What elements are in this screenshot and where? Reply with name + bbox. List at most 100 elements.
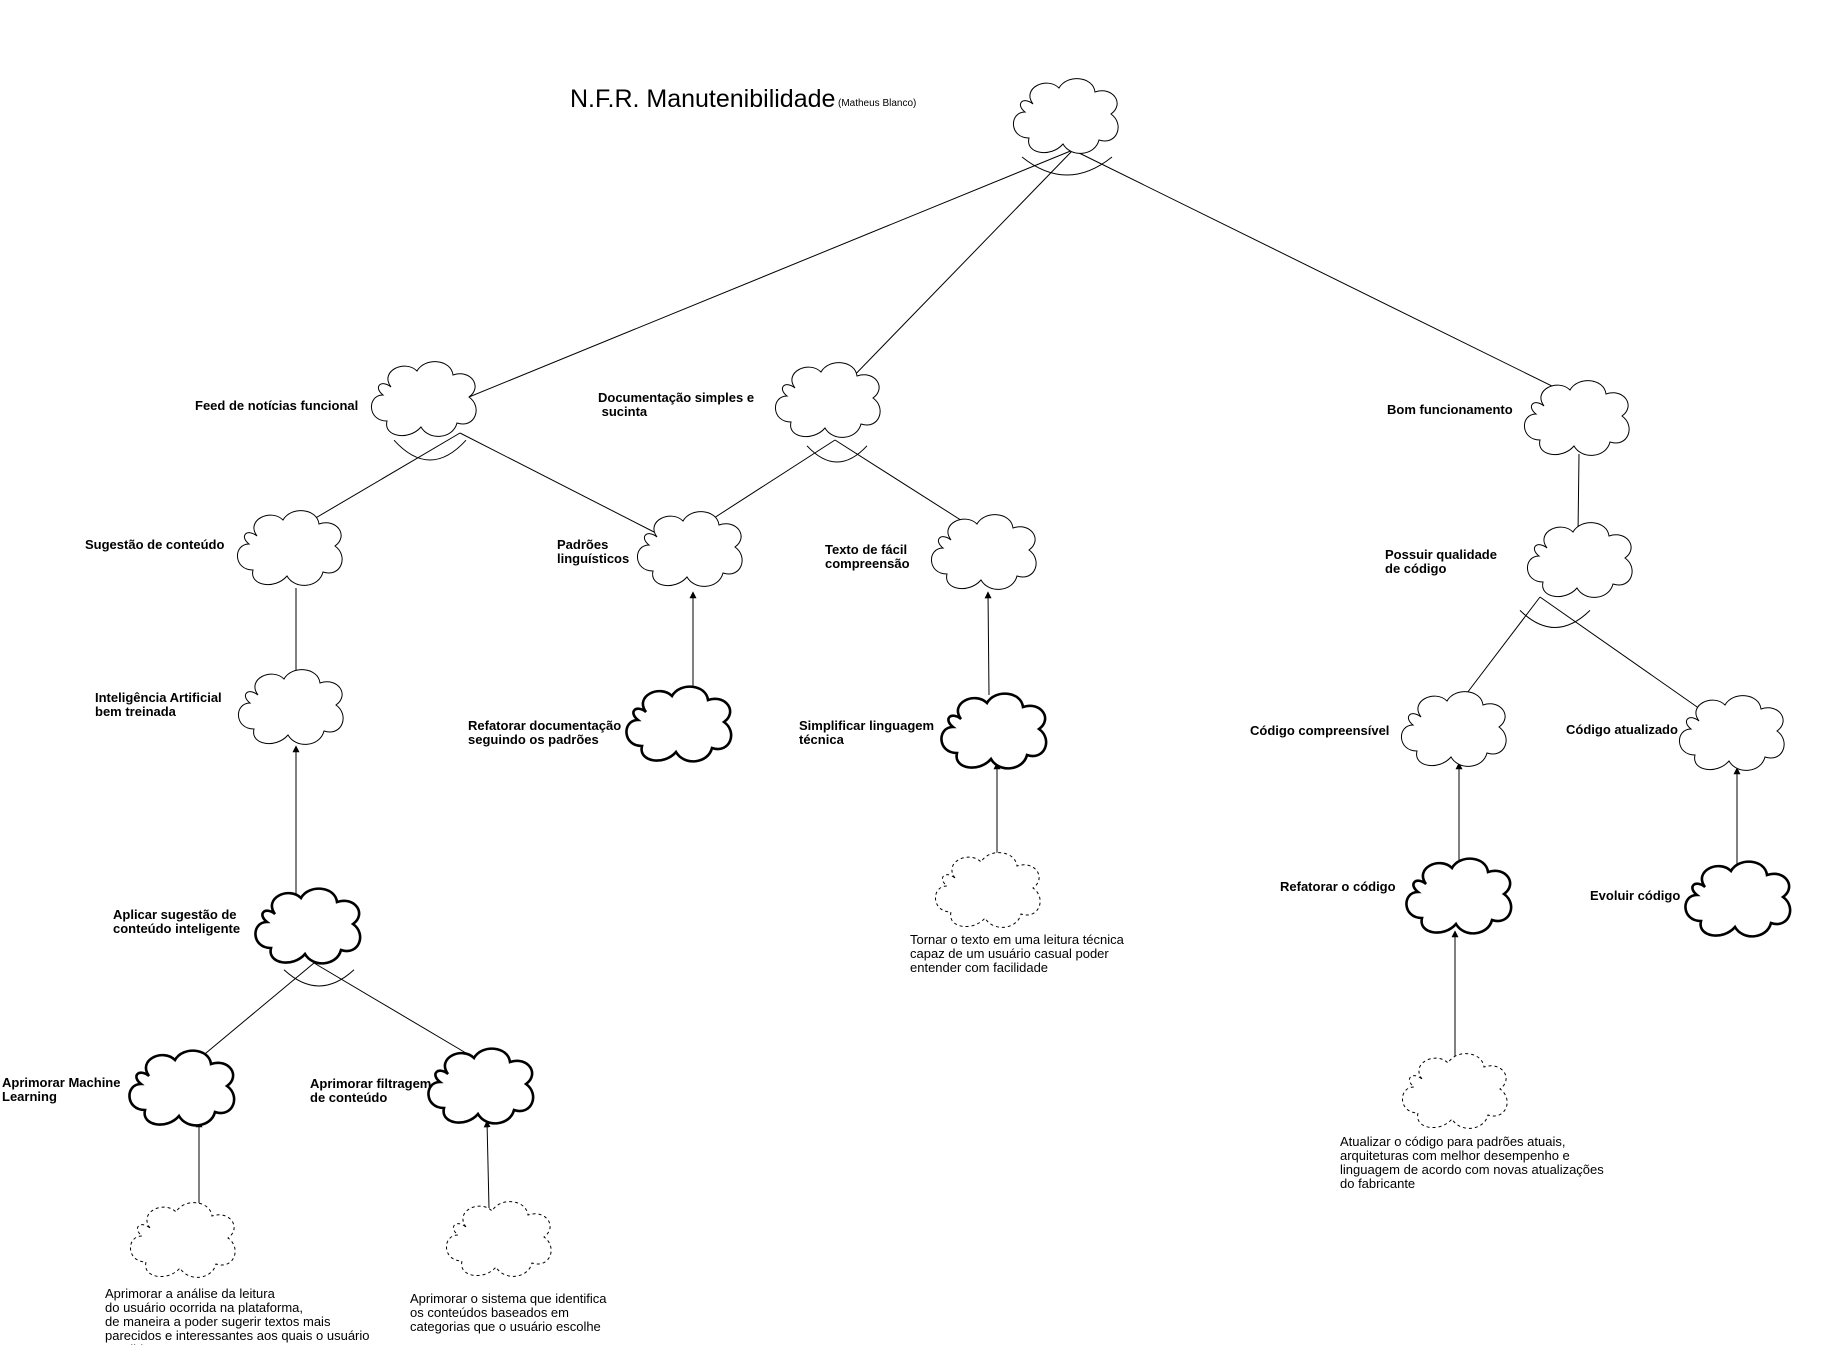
softgoal-cloud-claim_filtragem bbox=[446, 1201, 552, 1277]
label-line: Refatorar documentação bbox=[468, 718, 621, 733]
label-line: Refatorar o código bbox=[1280, 879, 1396, 894]
label-line: Aprimorar Machine bbox=[2, 1075, 120, 1090]
label-evoluir: Evoluir código bbox=[1590, 888, 1680, 903]
label-line: técnica bbox=[799, 732, 845, 747]
and-decomposition-arc bbox=[393, 439, 467, 461]
diagram-author: (Matheus Blanco) bbox=[838, 98, 916, 109]
softgoal-cloud-texto bbox=[931, 514, 1037, 590]
label-line: Tornar o texto em uma leitura técnica bbox=[910, 932, 1125, 947]
label-line: Evoluir código bbox=[1590, 888, 1680, 903]
softgoal-cloud-evoluir bbox=[1684, 860, 1792, 938]
decomposition-link bbox=[1463, 596, 1541, 698]
label-feed: Feed de notícias funcional bbox=[195, 398, 358, 413]
label-line: Aprimorar a análise da leitura bbox=[105, 1286, 276, 1301]
decomposition-link bbox=[446, 149, 1074, 407]
and-arcs-layer bbox=[283, 156, 1591, 987]
softgoal-cloud-qualidade bbox=[1527, 522, 1633, 598]
label-line: Simplificar linguagem bbox=[799, 718, 934, 733]
label-line: Possuir qualidade bbox=[1385, 547, 1497, 562]
contribution-arrow bbox=[984, 591, 992, 696]
label-line: Padrões bbox=[557, 537, 608, 552]
label-line: Código compreensível bbox=[1250, 723, 1389, 738]
decomposition-link bbox=[1539, 596, 1701, 710]
and-decomposition-arc bbox=[1519, 610, 1591, 628]
label-line: Aprimorar o sistema que identifica bbox=[410, 1291, 607, 1306]
softgoal-cloud-root bbox=[1013, 78, 1119, 154]
softgoal-cloud-ia bbox=[238, 669, 344, 745]
label-line: Inteligência Artificial bbox=[95, 690, 222, 705]
decomposition-link bbox=[301, 432, 461, 527]
label-line: entender com facilidade bbox=[910, 960, 1048, 975]
decomposition-link bbox=[199, 962, 315, 1059]
label-line: Documentação simples e bbox=[598, 390, 754, 405]
label-line: de código bbox=[1385, 561, 1446, 576]
and-decomposition-arc bbox=[1021, 156, 1113, 176]
label-claim_refcod: Atualizar o código para padrões atuais,a… bbox=[1340, 1134, 1604, 1191]
softgoal-cloud-claim_ml bbox=[130, 1202, 236, 1278]
label-bom: Bom funcionamento bbox=[1387, 402, 1513, 417]
contribution-arrow bbox=[483, 1120, 491, 1209]
softgoal-cloud-refdoc bbox=[625, 685, 733, 763]
label-line: os conteúdos baseados em bbox=[410, 1305, 569, 1320]
label-line: categorias que o usuário escolhe bbox=[410, 1319, 601, 1334]
label-line: Bom funcionamento bbox=[1387, 402, 1513, 417]
label-line: capaz de um usuário casual poder bbox=[910, 946, 1109, 961]
softgoal-cloud-sugestao bbox=[237, 510, 343, 586]
softgoal-cloud-bom bbox=[1524, 380, 1630, 456]
decomposition-link bbox=[459, 432, 657, 534]
label-line: Código atualizado bbox=[1566, 722, 1678, 737]
softgoal-cloud-refcod bbox=[1405, 857, 1513, 935]
label-line: do usuário ocorrida na plataforma, bbox=[105, 1300, 303, 1315]
labels-layer: N.F.R. Manutenibilidade (Matheus Blanco)… bbox=[2, 85, 1680, 1345]
decomposition-link bbox=[1577, 453, 1580, 535]
label-line: Sugestão de conteúdo bbox=[85, 537, 224, 552]
label-line: compreensão bbox=[825, 556, 910, 571]
label-line: Atualizar o código para padrões atuais, bbox=[1340, 1134, 1565, 1149]
label-line: de conteúdo bbox=[310, 1090, 387, 1105]
label-line: sucinta bbox=[598, 404, 648, 419]
softgoal-cloud-feed bbox=[371, 361, 477, 437]
softgoal-cloud-compreensivel bbox=[1401, 691, 1507, 767]
softgoal-cloud-filtragem bbox=[427, 1047, 535, 1125]
decomposition-link bbox=[699, 439, 836, 528]
label-line: Aplicar sugestão de bbox=[113, 907, 237, 922]
label-line: de maneira a poder sugerir textos mais bbox=[105, 1314, 331, 1329]
softgoal-cloud-doc bbox=[775, 362, 881, 438]
label-compreensivel: Código compreensível bbox=[1250, 723, 1389, 738]
label-line: linguísticos bbox=[557, 551, 629, 566]
softgoal-cloud-claim_texto bbox=[935, 852, 1041, 928]
diagram-title: N.F.R. Manutenibilidade bbox=[570, 85, 835, 113]
label-line: Aprimorar filtragem bbox=[310, 1076, 431, 1091]
label-line: conteúdo inteligente bbox=[113, 921, 240, 936]
and-decomposition-arc bbox=[283, 969, 355, 987]
label-line: linguagem de acordo com novas atualizaçõ… bbox=[1340, 1162, 1604, 1177]
label-line: seguindo os padrões bbox=[468, 732, 599, 747]
decomposition-link bbox=[834, 439, 968, 525]
label-sugestao: Sugestão de conteúdo bbox=[85, 537, 224, 552]
clouds-layer bbox=[128, 78, 1792, 1278]
decomposition-link bbox=[313, 962, 472, 1057]
decomposition-link bbox=[1072, 149, 1561, 391]
label-atualizado: Código atualizado bbox=[1566, 722, 1678, 737]
softgoal-cloud-atualizado bbox=[1679, 695, 1785, 771]
softgoal-cloud-simplificar bbox=[940, 692, 1048, 770]
softgoal-cloud-padroes bbox=[637, 511, 743, 587]
label-line: do fabricante bbox=[1340, 1176, 1415, 1191]
label-line: Feed de notícias funcional bbox=[195, 398, 358, 413]
label-line: Learning bbox=[2, 1089, 57, 1104]
label-line: parecidos e interessantes aos quais o us… bbox=[105, 1328, 370, 1343]
softgoal-cloud-ml bbox=[128, 1049, 236, 1127]
